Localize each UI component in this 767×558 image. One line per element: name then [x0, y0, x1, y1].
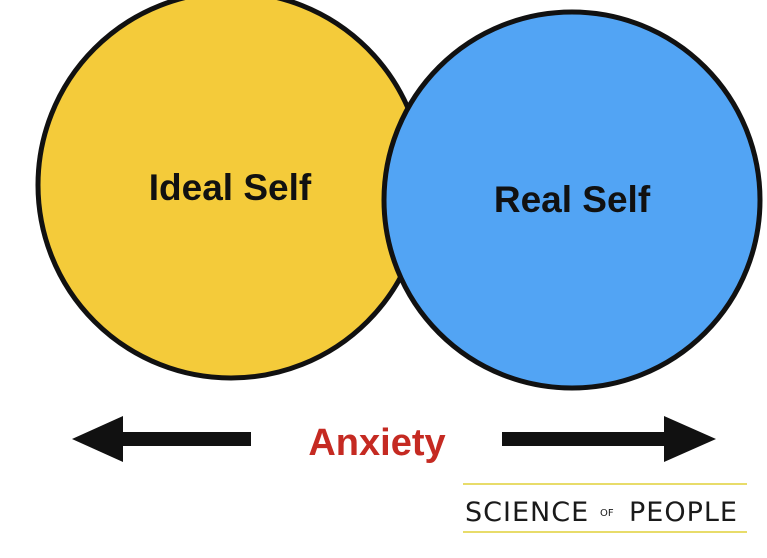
science-of-people-logo: SCIENCE OF PEOPLE [463, 483, 747, 533]
real-self-label: Real Self [494, 179, 651, 220]
logo-word-science: SCIENCE [465, 497, 589, 528]
logo-word-people: PEOPLE [629, 497, 738, 528]
ideal-self-label: Ideal Self [149, 167, 312, 208]
anxiety-label: Anxiety [308, 422, 445, 464]
left-arrow-icon [72, 416, 251, 462]
logo-word-of: OF [600, 508, 614, 519]
real-self-circle [381, 9, 763, 391]
right-arrow-icon [502, 416, 716, 462]
